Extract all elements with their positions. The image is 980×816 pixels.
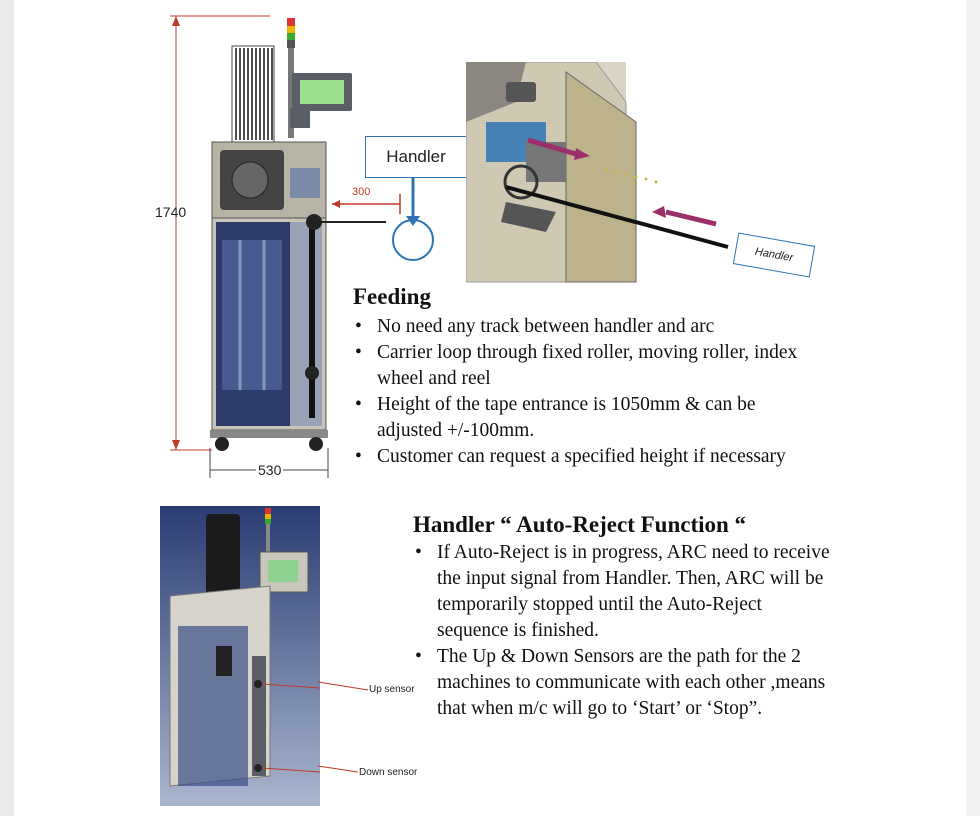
handler-box: Handler (365, 136, 467, 178)
feeding-title: Feeding (353, 284, 431, 309)
feeding-bullet-text: Customer can request a specified height … (377, 446, 786, 467)
list-item: •Height of the tape entrance is 1050mm &… (355, 394, 756, 441)
tape-path (505, 185, 729, 249)
auto-reject-title: Handler “ Auto-Reject Function “ (413, 512, 747, 537)
feeding-bullet-text: Carrier loop through fixed roller, movin… (377, 342, 798, 389)
auto-reject-bullet-text: If Auto-Reject is in progress, ARC need … (437, 542, 830, 641)
feeding-bullet-text: No need any track between handler and ar… (377, 316, 715, 337)
list-item: •If Auto-Reject is in progress, ARC need… (415, 542, 830, 641)
machine-top-view-drawing (466, 62, 729, 283)
page-right-margin (966, 0, 980, 816)
feeding-bullet-text: Height of the tape entrance is 1050mm & … (377, 394, 756, 441)
machine-front-view-drawing (170, 15, 434, 478)
handler-box-label: Handler (386, 147, 446, 166)
machine-render-image (160, 506, 320, 806)
list-item: •The Up & Down Sensors are the path for … (415, 646, 826, 719)
up-sensor-label: Up sensor (369, 684, 415, 695)
page-left-margin (0, 0, 14, 816)
feeding-bullet-list: •No need any track between handler and a… (353, 314, 823, 470)
handler-tag-label: Handler (753, 245, 795, 265)
list-item: •Customer can request a specified height… (355, 446, 786, 467)
down-sensor-dot (254, 764, 262, 772)
height-dimension-label: 1740 (155, 204, 187, 220)
up-sensor-dot (254, 680, 262, 688)
list-item: •Carrier loop through fixed roller, movi… (355, 342, 798, 389)
distance-dimension-label: 300 (352, 186, 371, 198)
auto-reject-bullet-list: •If Auto-Reject is in progress, ARC need… (413, 540, 833, 722)
list-item: •No need any track between handler and a… (355, 316, 715, 337)
down-sensor-leader (261, 767, 320, 773)
reel-stack (231, 45, 275, 143)
width-dimension-label: 530 (256, 462, 284, 478)
sensor-leader-lines (318, 681, 369, 773)
down-sensor-label: Down sensor (359, 767, 418, 778)
handler-input-circle (392, 219, 434, 261)
auto-reject-bullet-text: The Up & Down Sensors are the path for t… (437, 646, 826, 719)
up-sensor-leader (261, 683, 320, 689)
